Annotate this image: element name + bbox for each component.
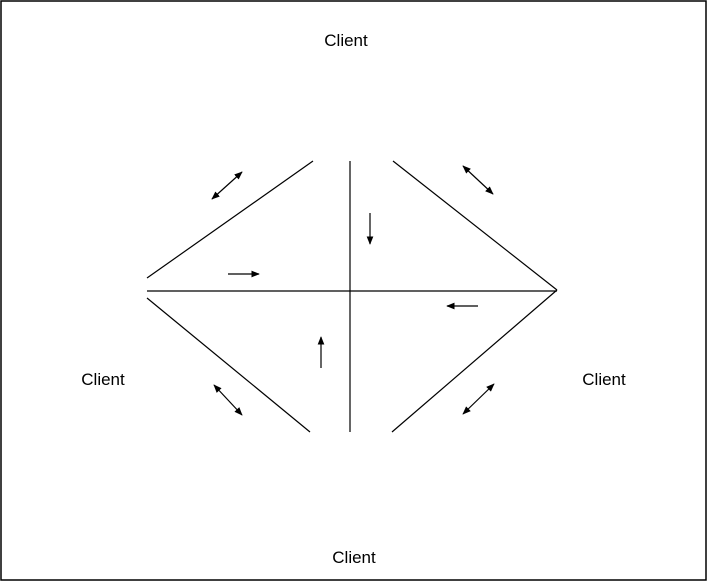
client-label-bottom: Client — [332, 548, 376, 567]
arrow-left-bottom-bidirectional — [213, 384, 243, 416]
client-label-right: Client — [582, 370, 626, 389]
client-label-left: Client — [81, 370, 125, 389]
link-left-bottom — [146, 297, 311, 433]
flow-arrows — [211, 165, 495, 416]
connections — [146, 160, 558, 433]
arrow-top-left-bidirectional — [211, 171, 243, 200]
arrow-right-bottom-bidirectional — [462, 383, 495, 415]
arrow-top-right-bidirectional — [462, 165, 494, 195]
link-right-bottom — [391, 289, 558, 433]
client-label-top: Client — [324, 31, 368, 50]
link-top-left — [146, 160, 314, 279]
link-top-right — [392, 160, 558, 291]
